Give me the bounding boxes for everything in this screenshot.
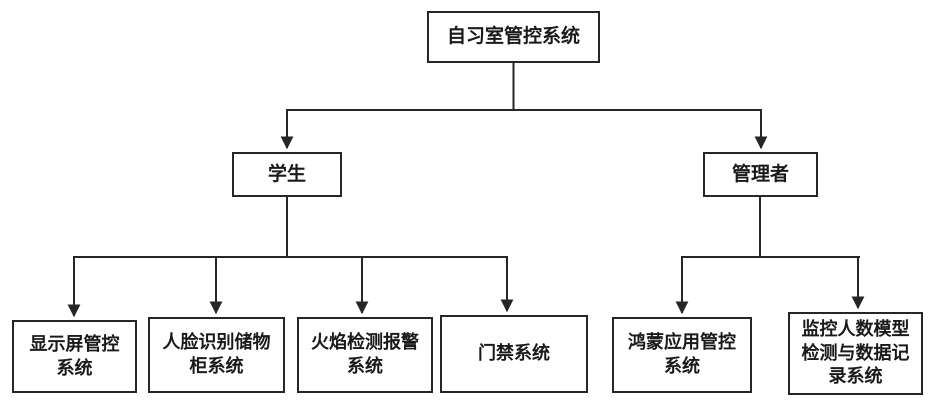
- root-node-label: 自习室管控系统: [446, 26, 580, 48]
- leaf-node-people-count-model-data-record-system: 监控人数模型检测与数据记录系统: [788, 312, 923, 395]
- edge-group-admin: [675, 197, 865, 315]
- leaf-node-flame-detection-alarm-system: 火焰检测报警系统: [297, 317, 433, 393]
- leaf-node-label: 监控人数模型检测与数据记录系统: [801, 318, 910, 387]
- leaf-node-label: 显示屏管控系统: [29, 333, 120, 378]
- leaf-node-door-access-system: 门禁系统: [440, 315, 588, 393]
- leaf-node-face-recognition-locker-system: 人脸识别储物柜系统: [148, 317, 285, 393]
- leaf-node-display-control-system: 显示屏管控系统: [12, 320, 137, 393]
- leaf-node-label: 火焰检测报警系统: [311, 332, 419, 376]
- branch-node-label: 管理者: [731, 163, 789, 185]
- edge-group-root: [280, 63, 768, 150]
- edge-group-student: [67, 197, 514, 318]
- leaf-node-label: 鸿蒙应用管控系统: [628, 332, 736, 376]
- branch-node-admin: 管理者: [703, 152, 818, 197]
- leaf-node-label: 门禁系统: [478, 343, 550, 364]
- branch-node-student: 学生: [232, 152, 342, 197]
- branch-node-label: 学生: [267, 163, 306, 185]
- root-node-study-room-system: 自习室管控系统: [427, 11, 600, 63]
- leaf-node-label: 人脸识别储物柜系统: [162, 332, 271, 376]
- leaf-node-harmonyos-app-control-system: 鸿蒙应用管控系统: [612, 317, 752, 393]
